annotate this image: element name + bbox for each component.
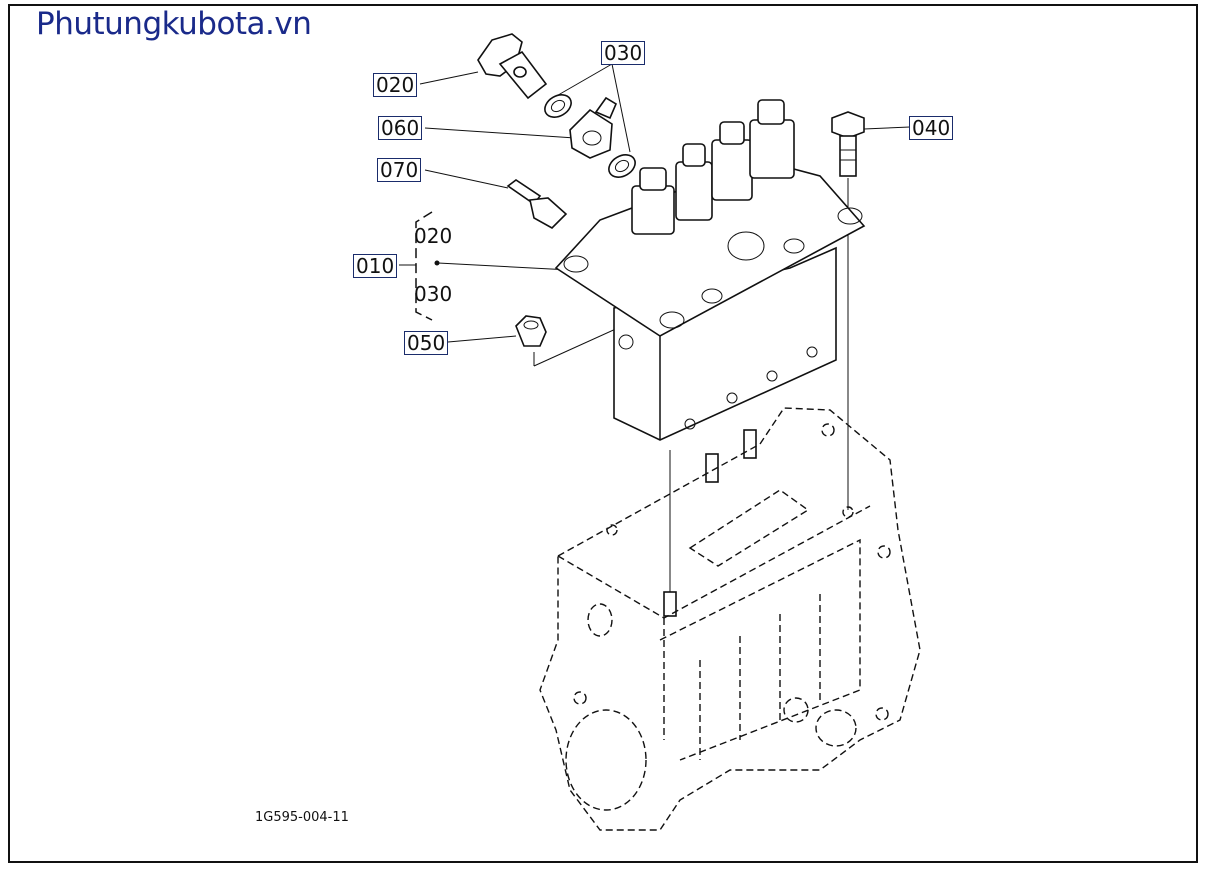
diagram-frame xyxy=(8,4,1198,863)
bleeder-nipple xyxy=(506,179,568,229)
flange-nut xyxy=(515,315,547,347)
group-bracket-010 xyxy=(399,211,440,321)
leader-lines xyxy=(419,63,911,596)
sealing-washer-lower xyxy=(608,154,636,178)
callout-030[interactable]: 030 xyxy=(601,41,646,65)
callout-010[interactable]: 010 xyxy=(353,254,398,278)
studs xyxy=(663,429,757,617)
mounting-bolt xyxy=(831,111,865,177)
callout-040[interactable]: 040 xyxy=(909,116,954,140)
banjo-bolt xyxy=(477,33,548,100)
group-member-020: 020 xyxy=(414,224,453,248)
watermark-text: Phutungkubota.vn xyxy=(36,6,312,42)
callout-050[interactable]: 050 xyxy=(404,331,449,355)
callout-020[interactable]: 020 xyxy=(373,73,418,97)
callout-070[interactable]: 070 xyxy=(377,158,422,182)
group-member-030: 030 xyxy=(414,282,453,306)
banjo-fitting xyxy=(569,96,618,159)
drawing-code: 1G595-004-11 xyxy=(255,810,349,825)
callout-060[interactable]: 060 xyxy=(378,116,423,140)
injection-pump xyxy=(554,99,866,441)
sealing-washer-upper xyxy=(544,94,572,118)
gear-case-outline xyxy=(539,407,921,831)
